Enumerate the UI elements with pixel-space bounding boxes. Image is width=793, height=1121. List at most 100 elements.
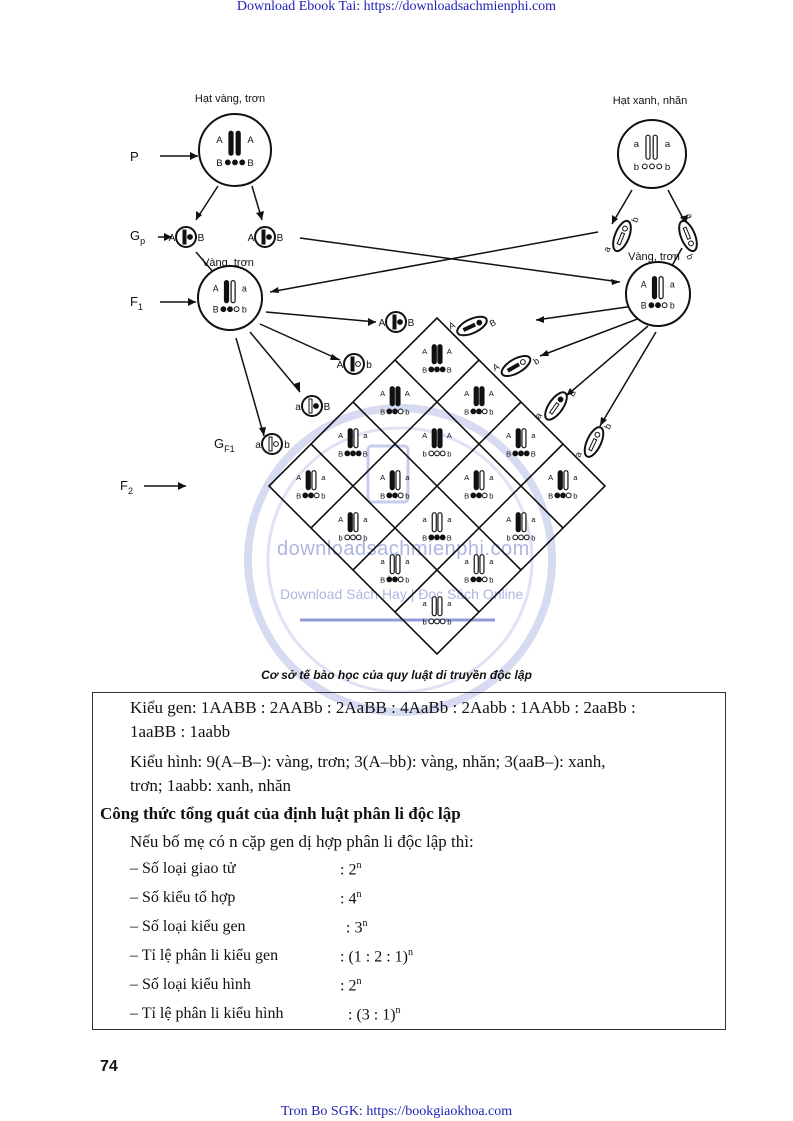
allele-label: A [464, 389, 470, 398]
formula-label: – Số loại kiểu gen [130, 918, 246, 935]
allele-label: a [531, 431, 536, 440]
allele-label: B [464, 407, 469, 416]
allele-label: A [247, 135, 254, 146]
row-label-f1: F1 [130, 294, 143, 312]
formula-label: – Số loại kiểu hình [130, 976, 251, 993]
page-number: 74 [100, 1058, 118, 1076]
allele-label: b [321, 491, 325, 500]
allele-label: a [665, 139, 671, 150]
gamete-allele: b [284, 440, 290, 451]
row-label-gf1: GF1 [214, 436, 235, 454]
parent-right-label: Hạt xanh, nhăn [613, 95, 688, 107]
allele-label: b [489, 407, 493, 416]
allele-label: a [489, 557, 494, 566]
allele-label: a [381, 557, 386, 566]
gamete-allele: b [366, 360, 372, 371]
allele-label: a [321, 473, 326, 482]
allele-label: a [489, 473, 494, 482]
allele-label: A [216, 135, 223, 146]
formula-row: – Số kiểu tổ hợp: 4n [130, 889, 235, 907]
allele-label: a [363, 431, 368, 440]
allele-label: a [531, 515, 536, 524]
genotype-line-1: Kiểu gen: 1AABB : 2AABb : 2AaBB : 4AaBb … [130, 698, 636, 718]
allele-label: b [423, 617, 427, 626]
allele-label: a [423, 515, 428, 524]
allele-label: a [363, 515, 368, 524]
allele-label: A [380, 389, 386, 398]
allele-label: B [464, 491, 469, 500]
allele-label: A [447, 431, 453, 440]
gamete-allele: a [684, 212, 695, 220]
gamete-allele: A [491, 361, 501, 373]
allele-label: A [422, 431, 428, 440]
allele-label: b [489, 491, 493, 500]
allele-label: b [531, 533, 535, 542]
allele-label: b [634, 162, 639, 173]
allele-label: B [247, 158, 253, 169]
formula-row: – Tỉ lệ phân li kiểu gen: (1 : 2 : 1)n [130, 947, 278, 965]
allele-label: a [465, 557, 470, 566]
f2-cell: A Ab b [422, 429, 453, 459]
allele-label: B [447, 365, 452, 374]
f1-right-label: Vàng, trơn [628, 251, 680, 263]
formula-row: – Số loại giao tử: 2n [130, 860, 236, 878]
allele-label: b [573, 491, 577, 500]
gamete-f1-left-ab-3: aB [295, 396, 330, 416]
allele-label: B [363, 449, 368, 458]
gamete-allele: b [532, 356, 541, 367]
formula-label: – Tỉ lệ phân li kiểu hình [130, 1005, 283, 1022]
header-download-link[interactable]: Download Ebook Tai: https://downloadsach… [0, 0, 793, 14]
allele-label: a [573, 473, 578, 482]
gamete-allele: A [379, 318, 386, 329]
allele-label: b [405, 491, 409, 500]
allele-label: b [363, 533, 367, 542]
f2-cell: aabb [423, 597, 453, 627]
allele-label: a [447, 515, 452, 524]
intro-text: Nếu bố mẹ có n cặp gen dị hợp phân li độ… [130, 832, 474, 852]
allele-label: b [405, 407, 409, 416]
allele-label: B [422, 533, 427, 542]
diagram-caption: Cơ sở tế bào học của quy luật di truyền … [0, 668, 793, 682]
formula-exponent: n [408, 947, 413, 958]
allele-label: B [641, 301, 647, 311]
allele-label: A [338, 515, 344, 524]
gamete-allele: B [198, 233, 205, 244]
formula-value: : 4n [340, 889, 361, 908]
row-label-p: P [130, 149, 139, 164]
formula-value: : (1 : 2 : 1)n [340, 947, 413, 966]
allele-label: a [670, 280, 675, 290]
gamete-allele: B [488, 317, 498, 329]
allele-label: B [506, 449, 511, 458]
allele-label: A [506, 515, 512, 524]
footer-sgk-link[interactable]: Tron Bo SGK: https://bookgiaokhoa.com [0, 1104, 793, 1120]
formula-row: – Số loại kiểu gen: 3n [130, 918, 246, 936]
allele-label: a [634, 139, 640, 150]
allele-label: B [296, 491, 301, 500]
f2-cell: AaBb [464, 471, 494, 501]
row-label-f2: F2 [120, 478, 133, 496]
allele-label: B [216, 158, 222, 169]
allele-label: b [423, 449, 427, 458]
allele-label: B [380, 491, 385, 500]
gamete-f1-right-1: AB [447, 304, 497, 345]
allele-label: a [423, 599, 428, 608]
f2-cell: AABb [464, 387, 495, 417]
formula-label: – Số kiểu tổ hợp [130, 889, 235, 906]
allele-label: A [548, 473, 554, 482]
formula-row: – Số loại kiểu hình: 2n [130, 976, 251, 994]
allele-label: a [242, 284, 247, 294]
phenotype-line-1: Kiểu hình: 9(A–B–): vàng, trơn; 3(A–bb):… [130, 752, 605, 772]
row-label-gp: Gp [130, 228, 145, 246]
f2-cell: Aabb [506, 513, 536, 543]
gamete-allele: A [248, 233, 255, 244]
allele-label: b [447, 449, 451, 458]
allele-label: A [380, 473, 386, 482]
gamete-f1-left-ab-2: Ab [337, 354, 373, 374]
allele-label: a [405, 473, 410, 482]
allele-label: A [405, 389, 411, 398]
